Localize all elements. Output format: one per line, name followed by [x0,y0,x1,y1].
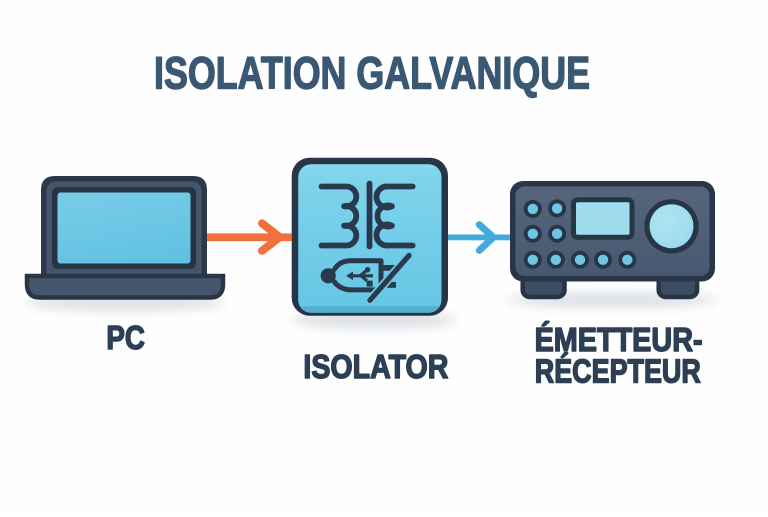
svg-text:RÉCEPTEUR: RÉCEPTEUR [535,353,701,391]
svg-text:ÉMETTEUR-: ÉMETTEUR- [535,321,703,359]
svg-text:PC: PC [106,320,145,357]
svg-text:ISOLATION GALVANIQUE: ISOLATION GALVANIQUE [154,48,590,99]
svg-text:ISOLATOR: ISOLATOR [303,349,448,386]
